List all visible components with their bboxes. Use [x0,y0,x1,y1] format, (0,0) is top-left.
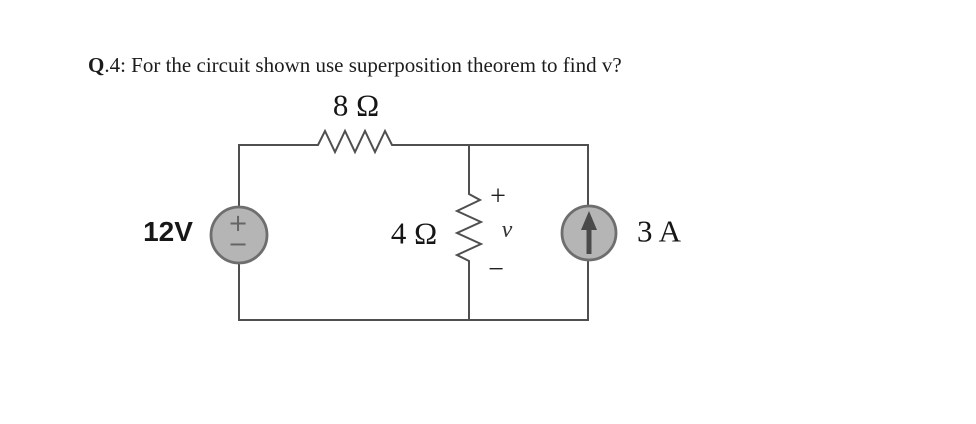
current-arrow-icon [581,211,597,230]
resistor-4ohm-label: 4 Ω [390,215,438,251]
question-prefix: Q [88,53,105,77]
voltage-annotation-symbol: v [501,217,513,243]
wire-middle-and-resistor-4ohm [454,144,484,321]
current-source-label: 3 A [637,213,681,249]
voltage-source-minus-sign: − [227,230,249,258]
question-body: .4: For the circuit shown use superposit… [104,53,622,77]
voltage-annotation-minus: − [488,254,504,285]
voltage-source-circle [209,205,269,265]
voltage-annotation-plus: + [490,181,506,212]
voltage-source-label: 12V [143,216,193,247]
wire-top-and-resistor-8ohm [238,128,589,155]
resistor-8ohm-label: 8 Ω [332,87,380,123]
voltage-source-plus-sign: + [227,209,249,237]
question-text: Q.4: For the circuit shown use superposi… [88,53,622,78]
